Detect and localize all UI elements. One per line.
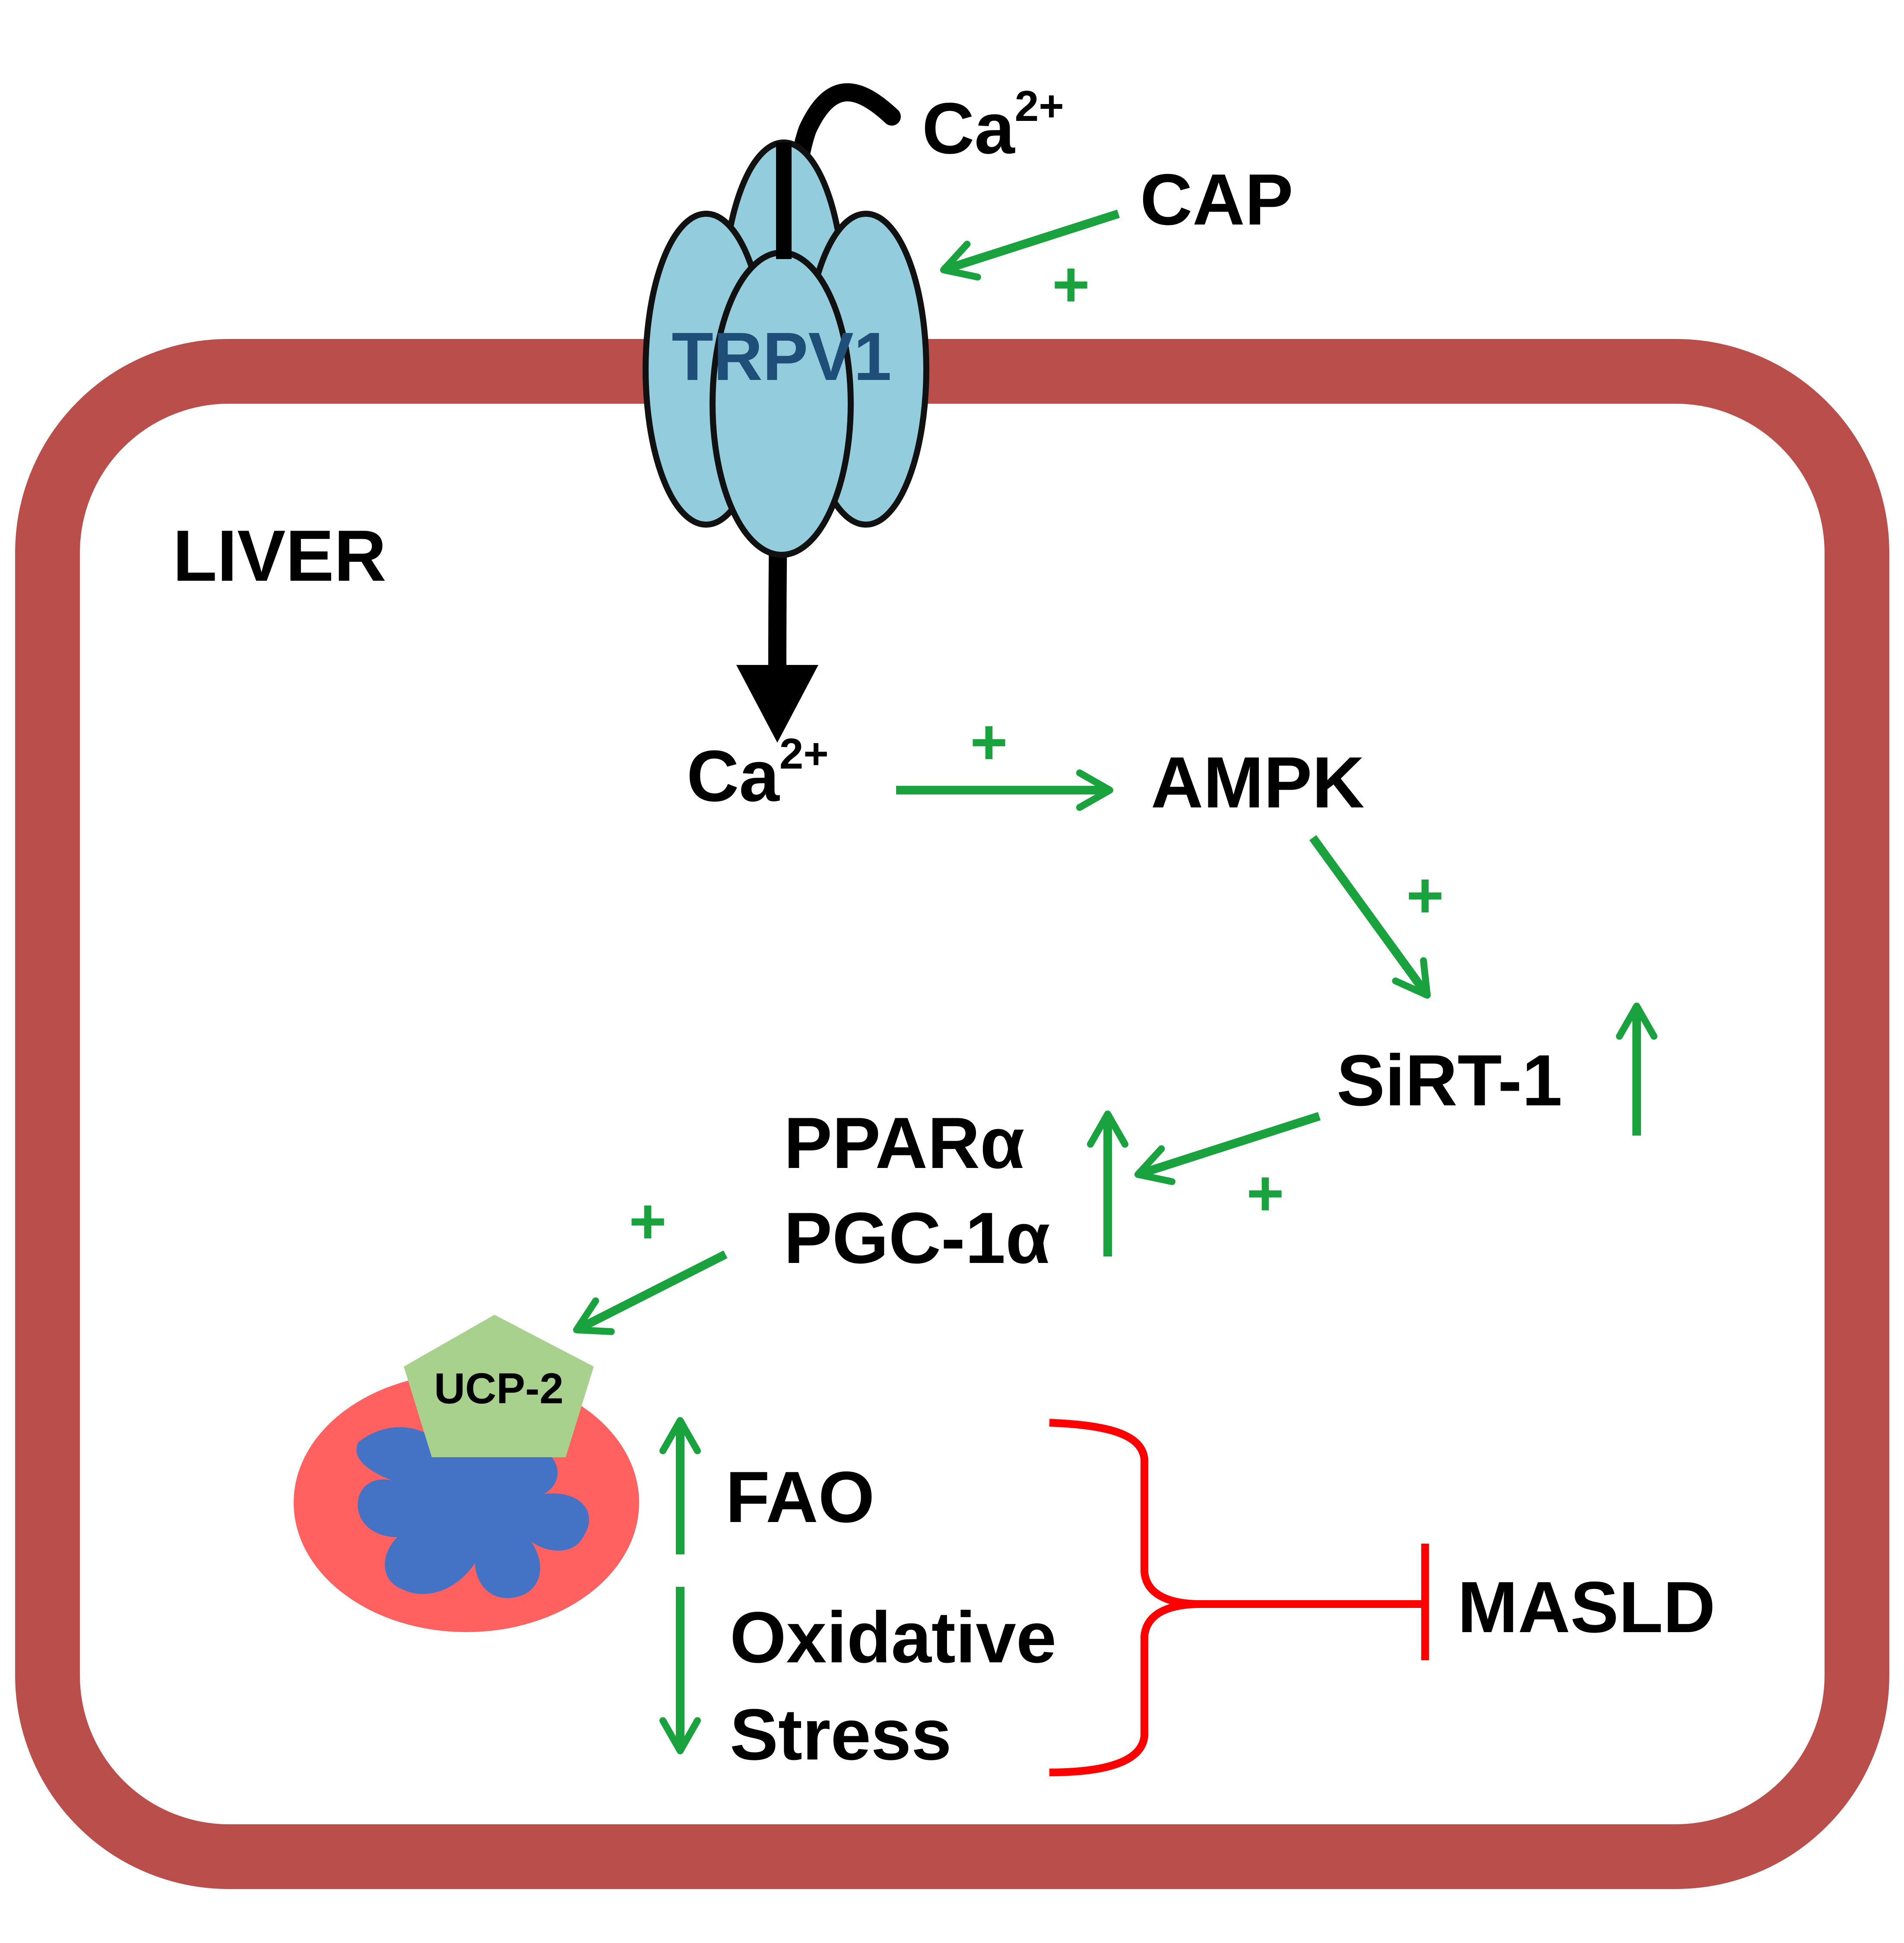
ampk-label: AMPK: [1151, 742, 1365, 823]
trpv1-channel: [643, 139, 929, 558]
oxidative-label: Oxidative: [730, 1597, 1056, 1678]
sirt1-label: SiRT-1: [1337, 1040, 1562, 1121]
stress-label: Stress: [730, 1694, 952, 1775]
mitochondrion: UCP-2: [294, 1315, 639, 1632]
cap-activation-arrow: [940, 209, 1120, 281]
liver-label: LIVER: [173, 515, 387, 596]
fao-label: FAO: [725, 1456, 874, 1538]
extracellular-calcium-label: Ca2+: [922, 82, 1064, 169]
calcium-ampk-plus-sign: +: [970, 706, 1008, 778]
ppar-to-ucp2-arrow: [573, 1250, 728, 1335]
ppar-alpha-label: PPARα: [784, 1102, 1025, 1184]
ucp2-protein: [404, 1315, 594, 1457]
sirt1-ppar-plus-sign: +: [1246, 1157, 1284, 1229]
ppar-ucp2-plus-sign: +: [629, 1185, 667, 1257]
sirt1-to-ppar-arrow: [1134, 1112, 1321, 1185]
ucp2-label: UCP-2: [434, 1364, 564, 1413]
ampk-to-sirt1-arrow: [1309, 835, 1431, 999]
trpv1-label: TRPV1: [672, 319, 891, 395]
intracellular-calcium-label: Ca2+: [687, 730, 829, 816]
pgc1-alpha-label: PGC-1α: [784, 1197, 1050, 1278]
ampk-sirt1-plus-sign: +: [1406, 859, 1444, 931]
mitochondrion-cristae: [356, 1427, 589, 1598]
cap-label: CAP: [1140, 159, 1293, 240]
trpv1-subunit-front: [710, 250, 854, 558]
cap-plus-sign: +: [1052, 248, 1090, 320]
inhibition-bracket: [1049, 1419, 1429, 1776]
masld-label: MASLD: [1457, 1566, 1715, 1648]
